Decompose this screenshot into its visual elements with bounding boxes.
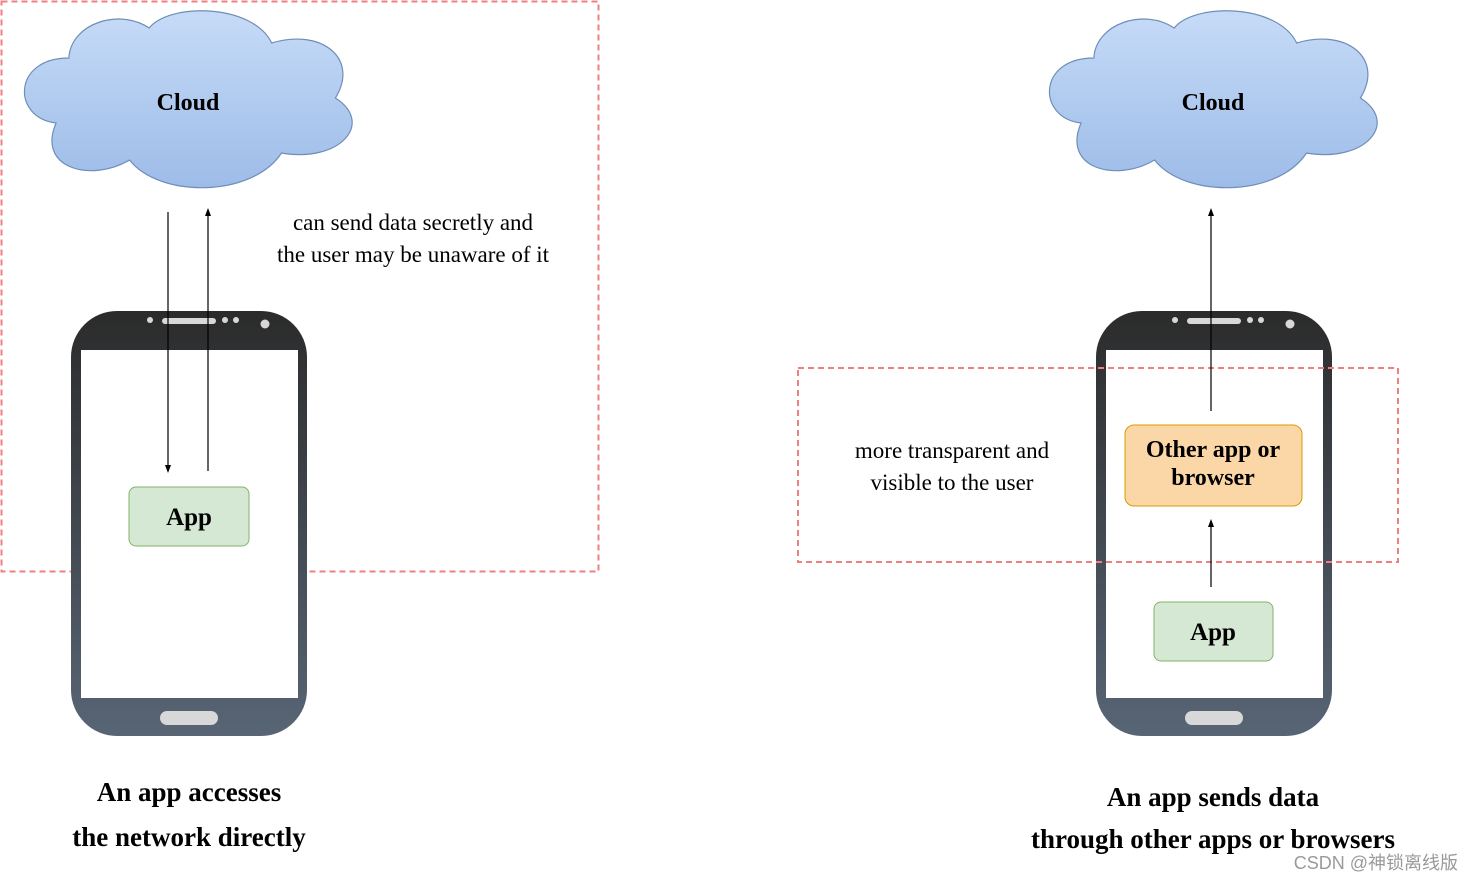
left-note-line-2: the user may be unaware of it — [277, 242, 550, 267]
left-phone-speaker — [162, 318, 216, 324]
right-note-line-2: visible to the user — [871, 470, 1034, 495]
right-phone-camera — [1285, 319, 1295, 329]
right-caption-line-2: through other apps or browsers — [1031, 824, 1395, 854]
left-panel: Cloud App can send data secretly and the… — [0, 0, 600, 852]
left-app-box — [128, 486, 250, 547]
right-app-box — [1153, 601, 1274, 662]
left-phone-sensor — [147, 317, 153, 323]
left-phone-camera — [260, 319, 270, 329]
watermark: CSDN @神锁离线版 — [1294, 853, 1458, 873]
right-caption-line-1: An app sends data — [1107, 782, 1320, 812]
right-phone-sensor — [1172, 317, 1178, 323]
right-cloud-label: Cloud — [1182, 90, 1245, 116]
left-phone-sensor — [222, 317, 228, 323]
left-app-label: App — [166, 504, 212, 531]
right-highlight-region — [797, 367, 1399, 563]
right-phone-sensor — [1258, 317, 1264, 323]
right-app-label: App — [1190, 619, 1236, 646]
left-phone-sensor — [233, 317, 239, 323]
left-caption-line-1: An app accesses — [97, 777, 282, 807]
right-phone-home-button — [1185, 711, 1243, 725]
right-panel: Cloud Other app or browser App more tran… — [797, 10, 1399, 854]
intermediary-box — [1124, 424, 1303, 507]
right-phone — [1096, 311, 1332, 736]
right-note-line-1: more transparent and — [855, 438, 1050, 463]
right-phone-sensor — [1247, 317, 1253, 323]
left-phone-home-button — [160, 711, 218, 725]
left-caption-line-2: the network directly — [72, 822, 306, 852]
right-phone-speaker — [1187, 318, 1241, 324]
intermediary-label-line-2: browser — [1171, 465, 1255, 491]
left-cloud-label: Cloud — [157, 90, 220, 116]
intermediary-label-line-1: Other app or — [1146, 437, 1281, 463]
left-note-line-1: can send data secretly and — [293, 210, 534, 235]
